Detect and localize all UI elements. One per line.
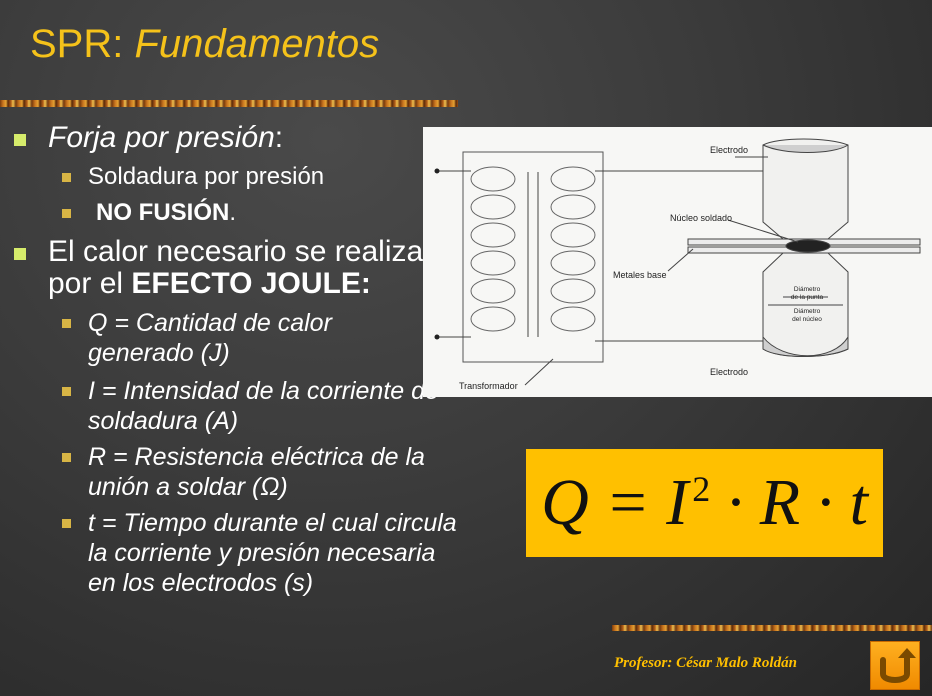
sub-bullet-i: I = Intensidad de la corriente de soldad… [12,376,468,436]
bullet-square-icon [14,248,26,260]
label-diametro-punta-1: Diámetro [794,286,821,293]
sub-bullet-no-fusion-dot: . [229,199,237,226]
return-arrow-icon [880,648,916,683]
sub-bullet-square-icon [62,387,71,396]
sub-bullet-soldadura-text: Soldadura por presión [88,163,325,190]
sub-bullet-r: R = Resistencia eléctrica de la unión a … [12,442,488,502]
label-electrodo-bottom: Electrodo [710,367,748,377]
bullet-square-icon [14,134,26,146]
footer-divider [612,625,932,631]
sub-bullet-no-fusion-text: NO FUSIÓN [96,199,230,226]
sub-bullet-q: Q = Cantidad de calor generado (J) [12,308,428,368]
label-electrodo-top: Electrodo [710,145,748,155]
sub-bullet-square-icon [62,173,71,182]
label-diametro-punta-2: de la punta [791,294,824,301]
bullet-forja: Forja por presión: [12,122,482,154]
sub-bullet-no-fusion: NO FUSIÓN. [12,198,482,228]
spot-welding-diagram: Electrodo Núcleo soldado Metales base El… [423,127,932,397]
professor-credit: Profesor: César Malo Roldán [614,655,797,671]
formula-exponent: 2 [692,469,711,509]
bullet-calor: El calor necesario se realiza por el EFE… [12,236,448,300]
bullet-list: Forja por presión: Soldadura por presión… [12,122,482,598]
formula-rhs: · R · t [710,466,868,539]
label-diametro-nucleo-2: del núcleo [792,316,822,323]
sub-bullet-q-text: Q = Cantidad de calor generado (J) [88,309,332,367]
bullet-calor-bold: EFECTO JOULE: [131,267,371,300]
bullet-forja-colon: : [274,121,284,154]
slide-title: SPR: Fundamentos [30,22,379,67]
label-transformador: Transformador [459,381,518,391]
sub-bullet-r-text: R = Resistencia eléctrica de la unión a … [88,443,425,501]
sub-bullet-square-icon [62,319,71,328]
label-metales-base: Metales base [613,270,667,280]
sub-bullet-t-text: t = Tiempo durante el cual circula la co… [88,509,457,597]
title-divider [0,100,458,107]
label-nucleo-soldado: Núcleo soldado [670,213,732,223]
sub-bullet-i-text: I = Intensidad de la corriente de soldad… [88,377,439,435]
slide-title-prefix: SPR: [30,22,135,66]
formula-lhs: Q = I [541,466,689,539]
sub-bullet-t: t = Tiempo durante el cual circula la co… [12,508,458,598]
label-diametro-nucleo-1: Diámetro [794,308,821,315]
bullet-calor-text: El calor necesario se realiza por el [48,235,424,300]
sub-bullet-square-icon [62,453,71,462]
slide-title-italic: Fundamentos [134,22,380,66]
return-button[interactable] [870,641,920,690]
sub-bullet-square-icon [62,209,71,218]
sub-bullet-soldadura: Soldadura por presión [12,162,482,192]
sub-bullet-square-icon [62,519,71,528]
bullet-forja-text: Forja por presión [48,121,275,154]
